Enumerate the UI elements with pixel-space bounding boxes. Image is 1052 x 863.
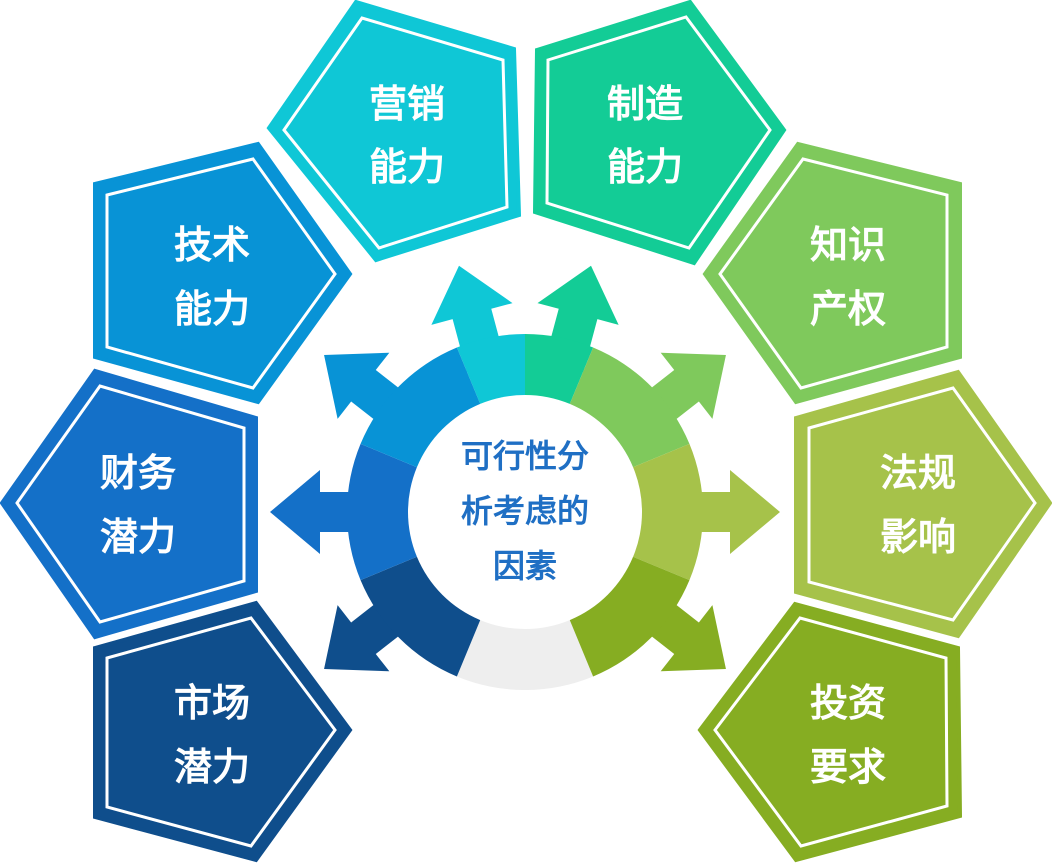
factor-manufacturing-line-1: 制造 [607, 82, 683, 126]
factor-ip-line-1: 知识 [810, 223, 886, 267]
factor-finance: 财务 潜力 [0, 368, 258, 640]
ring-segment-6 [347, 443, 433, 581]
factor-regulation-shape [794, 369, 1052, 639]
factor-marketing-inner [282, 16, 509, 250]
factor-regulation-inner [807, 386, 1037, 622]
center-title-line-3: 因素 [493, 547, 557, 585]
factor-manufacturing-line-2: 能力 [607, 145, 683, 189]
center-title-line-2: 析考虑的 [461, 492, 589, 530]
factor-ip-line-2: 产权 [810, 287, 886, 331]
factor-investment-line-1: 投资 [810, 681, 886, 725]
ring-segment-empty [456, 604, 594, 691]
factor-investment-line-2: 要求 [810, 745, 886, 789]
factor-regulation-line-2: 影响 [880, 515, 956, 559]
factor-investment: 投资 要求 [697, 601, 963, 863]
factor-finance-line-1: 财务 [100, 451, 176, 495]
ring-segment-7 [360, 347, 487, 474]
factor-investment-shape [697, 601, 963, 863]
factor-ip: 知识 产权 [702, 141, 962, 405]
factor-market: 市场 潜力 [93, 600, 353, 863]
arrow-3 [675, 470, 780, 554]
ring-segment-3 [617, 443, 703, 581]
factor-finance-line-2: 潜力 [100, 515, 176, 559]
factor-technology: 技术 能力 [93, 141, 353, 405]
factor-market-shape [93, 600, 353, 863]
factor-market-line-1: 市场 [174, 681, 250, 725]
factor-technology-line-1: 技术 [174, 223, 250, 267]
factor-finance-shape [0, 368, 258, 640]
factor-technology-line-2: 能力 [174, 287, 250, 331]
factor-technology-inner [105, 157, 337, 390]
factor-marketing-line-2: 能力 [369, 145, 445, 189]
ring-segment-4 [563, 550, 690, 677]
factor-marketing-line-1: 营销 [369, 82, 445, 126]
factor-market-line-2: 潜力 [174, 745, 250, 789]
factor-finance-inner [15, 384, 246, 624]
factor-market-inner [105, 616, 337, 848]
factor-marketing-shape [266, 0, 522, 263]
factor-marketing: 营销 能力 [266, 0, 522, 263]
center-ring [347, 334, 703, 691]
ring-segment-2 [563, 347, 690, 474]
center-title-line-1: 可行性分 [461, 437, 589, 475]
factor-manufacturing-inner [545, 15, 772, 250]
center-hub [408, 395, 642, 629]
arrow-6 [270, 470, 375, 554]
factor-regulation: 法规 影响 [794, 369, 1052, 639]
factor-manufacturing: 制造 能力 [532, 0, 787, 266]
factor-investment-inner [713, 616, 949, 848]
factor-technology-shape [93, 141, 353, 405]
factor-regulation-line-1: 法规 [880, 451, 956, 495]
factor-ip-inner [718, 157, 949, 390]
ring-segment-5 [360, 550, 487, 677]
center-title: 可行性分 析考虑的 因素 [461, 437, 589, 585]
